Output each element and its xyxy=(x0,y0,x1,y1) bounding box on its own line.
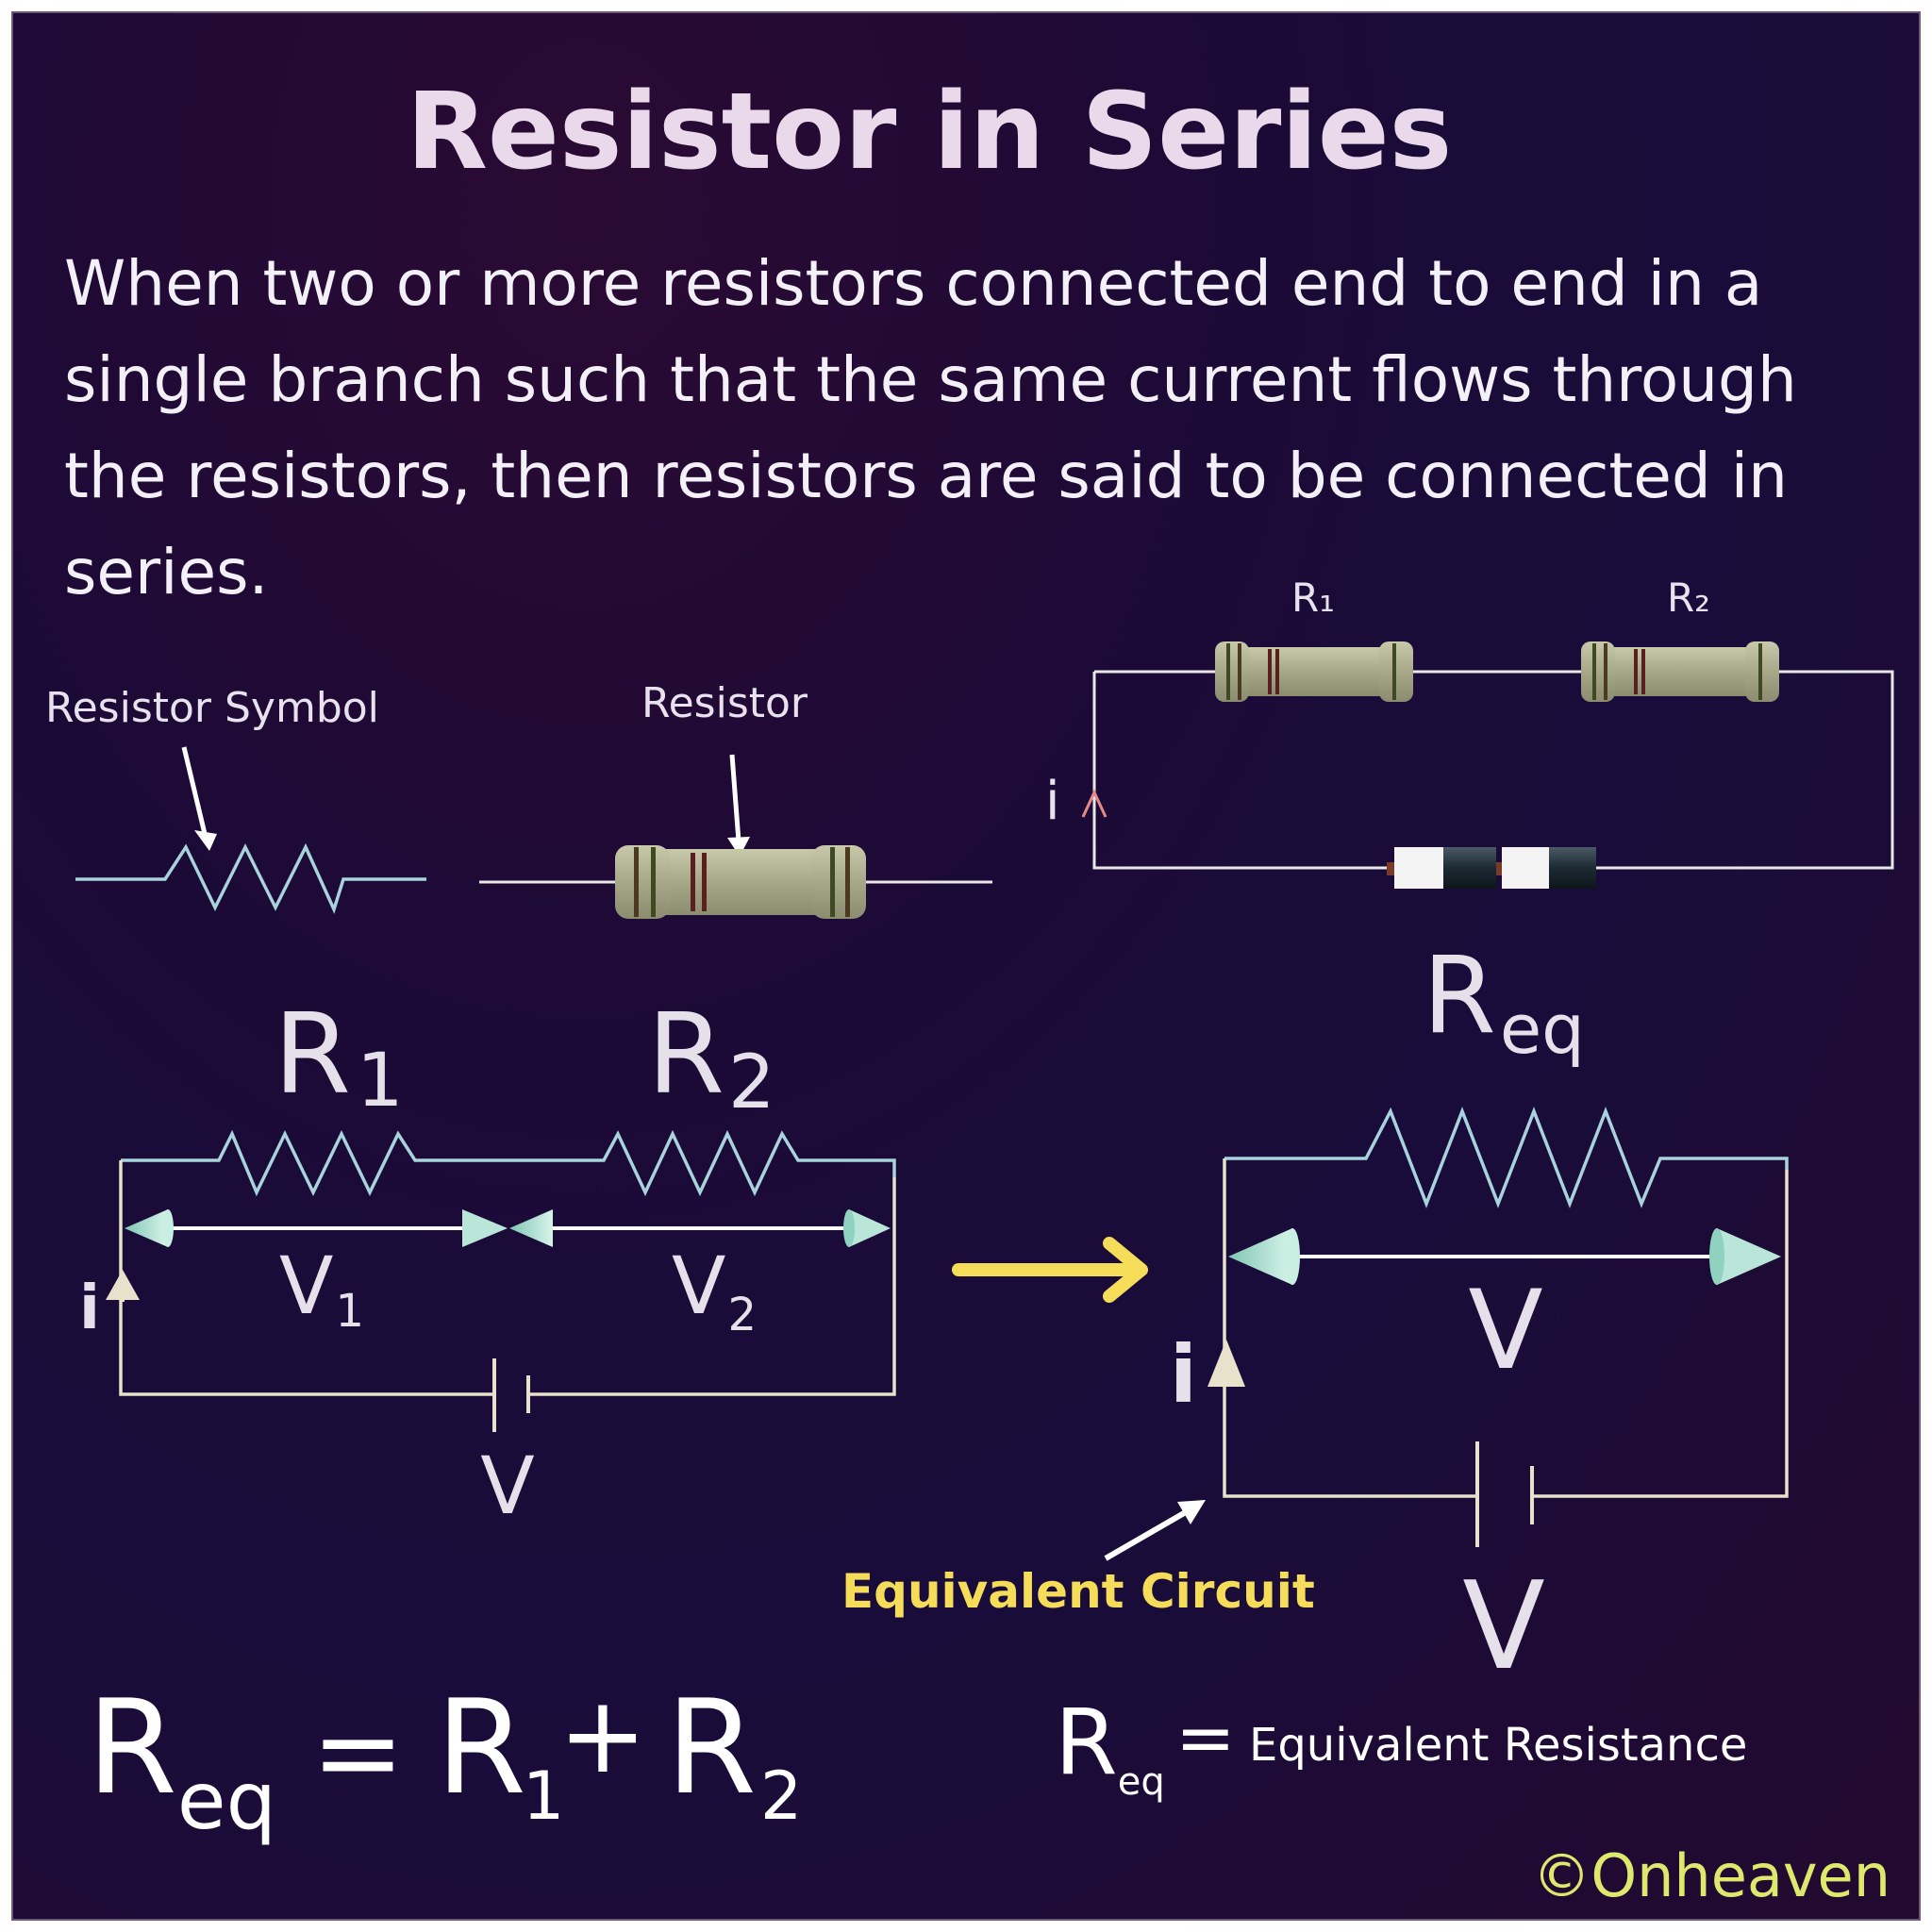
r1-label: R1 xyxy=(274,989,404,1124)
page-title: Resistor in Series xyxy=(407,71,1453,193)
v2-dimension-arrow xyxy=(509,1209,891,1247)
v-dimension-arrow xyxy=(1228,1228,1781,1285)
background-panel xyxy=(11,11,1921,1921)
formula-r2: R2 xyxy=(666,1672,802,1835)
series-circuit xyxy=(106,1129,896,1432)
formula-r1: R1 xyxy=(436,1672,564,1835)
formula-equals: = xyxy=(311,1687,405,1817)
r2-label: R2 xyxy=(647,989,775,1125)
resistor-symbol-label: Resistor Symbol xyxy=(45,684,379,732)
v1-dimension-arrow xyxy=(125,1209,508,1247)
physical-series-circuit xyxy=(1081,641,1894,889)
v-label-right: V xyxy=(1468,1267,1542,1394)
current-label-right: i xyxy=(1170,1328,1197,1421)
definition-text: Equivalent Resistance xyxy=(1249,1719,1747,1772)
definition-symbol: Req xyxy=(1055,1690,1165,1804)
equivalent-circuit-label: Equivalent Circuit xyxy=(841,1564,1315,1619)
resistor-arrow xyxy=(727,754,750,857)
current-label-left: i xyxy=(79,1274,100,1343)
photo-current-label: i xyxy=(1045,771,1060,832)
resistor-label: Resistor xyxy=(641,679,808,727)
battery-voltage-left: V xyxy=(480,1440,534,1532)
battery-voltage-right: V xyxy=(1462,1557,1545,1697)
req-label: Req xyxy=(1423,935,1585,1069)
req-definition: Req = Equivalent Resistance xyxy=(1055,1690,1747,1804)
resistor-symbol-arrow xyxy=(181,746,217,851)
resistor-zigzag-symbol xyxy=(75,842,426,914)
definition-equals: = xyxy=(1175,1695,1236,1779)
v2-label: V2 xyxy=(672,1240,757,1341)
photo-r2-label: R₂ xyxy=(1667,575,1710,621)
transform-arrow xyxy=(952,1237,1148,1303)
series-formula: Req = R1 + R2 xyxy=(87,1672,802,1847)
resistor-component xyxy=(479,845,992,919)
v1-label: V1 xyxy=(279,1240,364,1338)
equivalent-circuit-arrow xyxy=(1104,1500,1206,1561)
description-paragraph: When two or more resistors connected end… xyxy=(64,247,1797,608)
equivalent-circuit xyxy=(1208,1107,1789,1547)
photo-r1-label: R₁ xyxy=(1291,575,1335,621)
credit-watermark: ©Onheaven xyxy=(1532,1841,1890,1910)
formula-plus: + xyxy=(558,1674,647,1797)
formula-lhs: Req xyxy=(87,1672,276,1847)
